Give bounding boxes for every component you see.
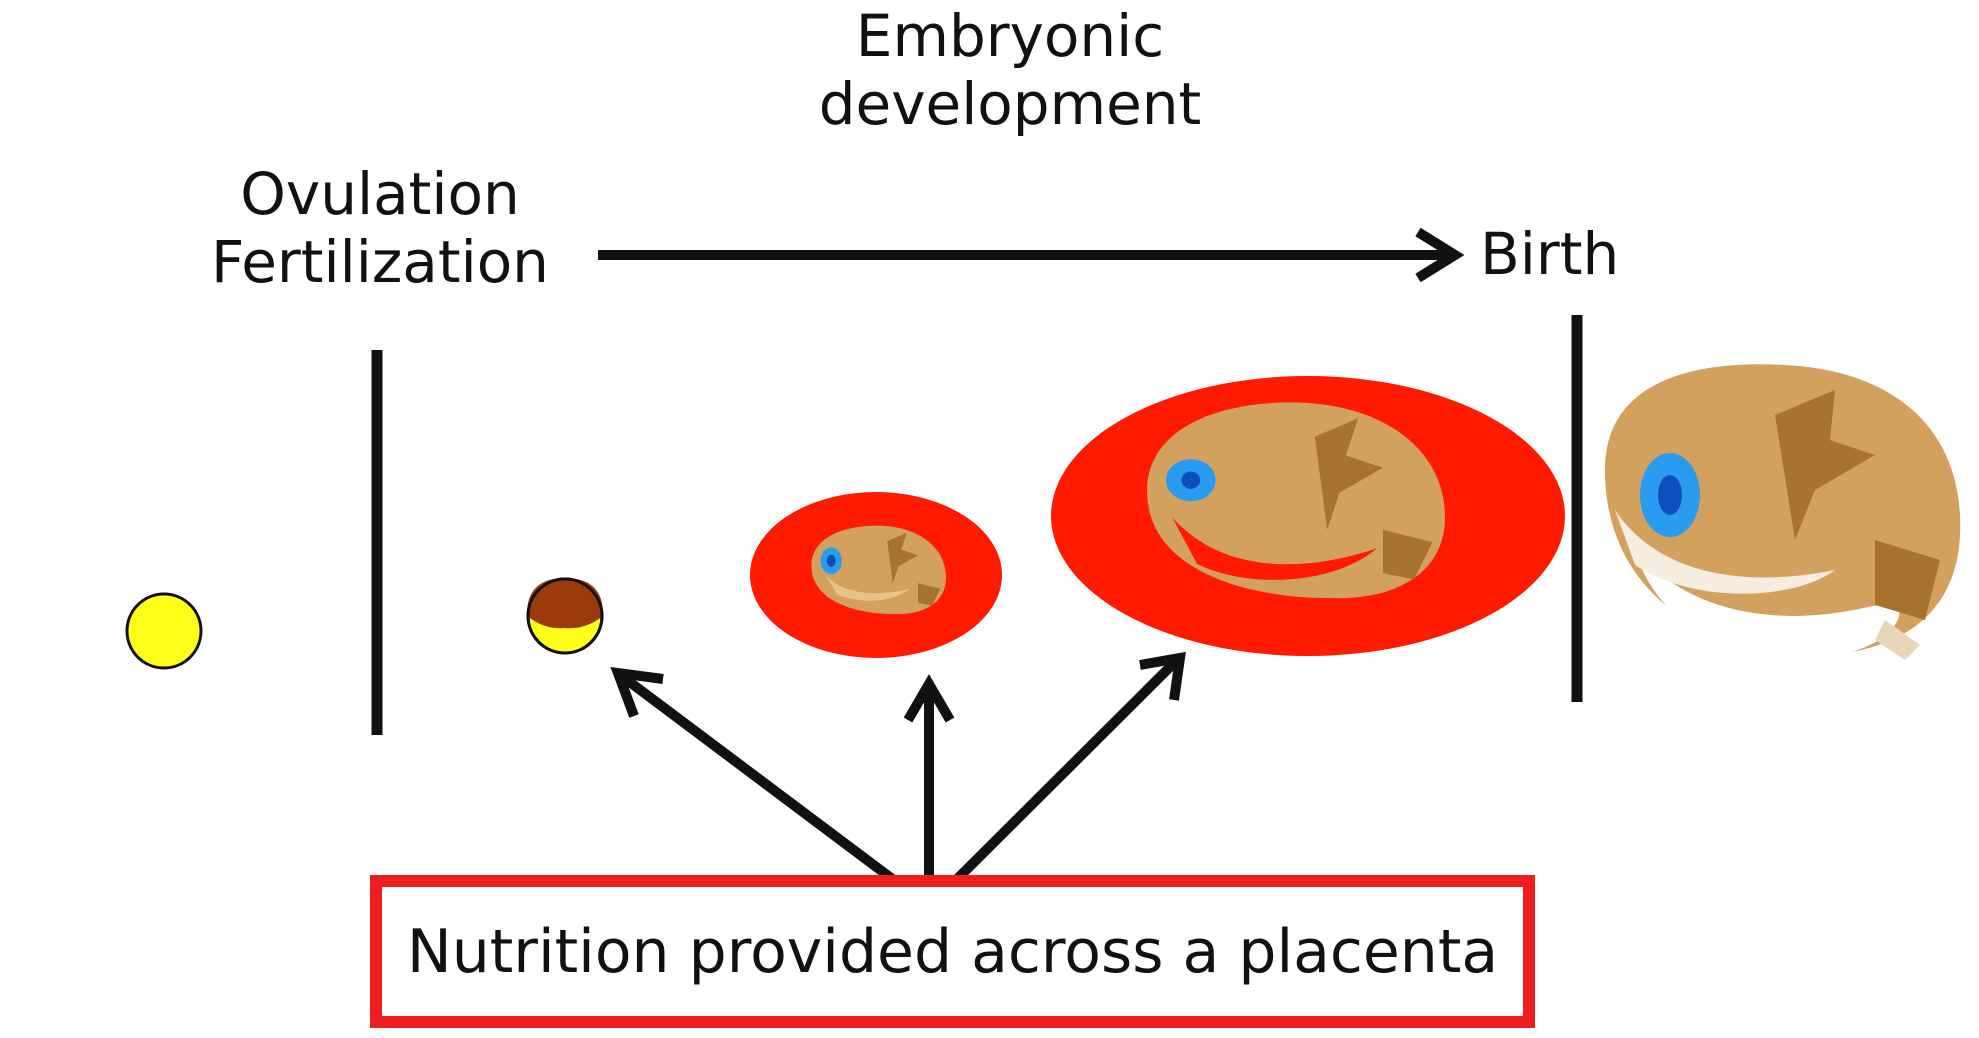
egg-unfertilized: [125, 592, 203, 670]
label-embryonic-line2: development: [818, 70, 1202, 139]
embryo-medium: [1147, 402, 1445, 599]
nutrition-box: Nutrition provided across a placenta: [370, 875, 1535, 1028]
timeline-arrow: [598, 227, 1465, 283]
label-fertilization: Fertilization: [211, 228, 549, 297]
arrow-to-large-placenta: [927, 658, 1179, 909]
egg-fertilized: [526, 577, 604, 655]
placenta-large: [1051, 376, 1565, 656]
placenta-small: [750, 492, 1002, 658]
arrow-to-fertilized-egg: [620, 673, 930, 909]
label-birth: Birth: [1480, 220, 1620, 288]
nutrition-label: Nutrition provided across a placenta: [406, 917, 1499, 987]
embryo-small: [811, 525, 946, 615]
nutrition-arrows: [610, 651, 1186, 909]
label-embryonic-line1: Embryonic: [855, 2, 1165, 70]
newborn: [1605, 364, 1961, 660]
label-embryonic-development: Embryonic development: [760, 2, 1260, 139]
label-ovulation: Ovulation: [240, 160, 520, 228]
label-ovulation-fertilization: Ovulation Fertilization: [170, 160, 590, 297]
